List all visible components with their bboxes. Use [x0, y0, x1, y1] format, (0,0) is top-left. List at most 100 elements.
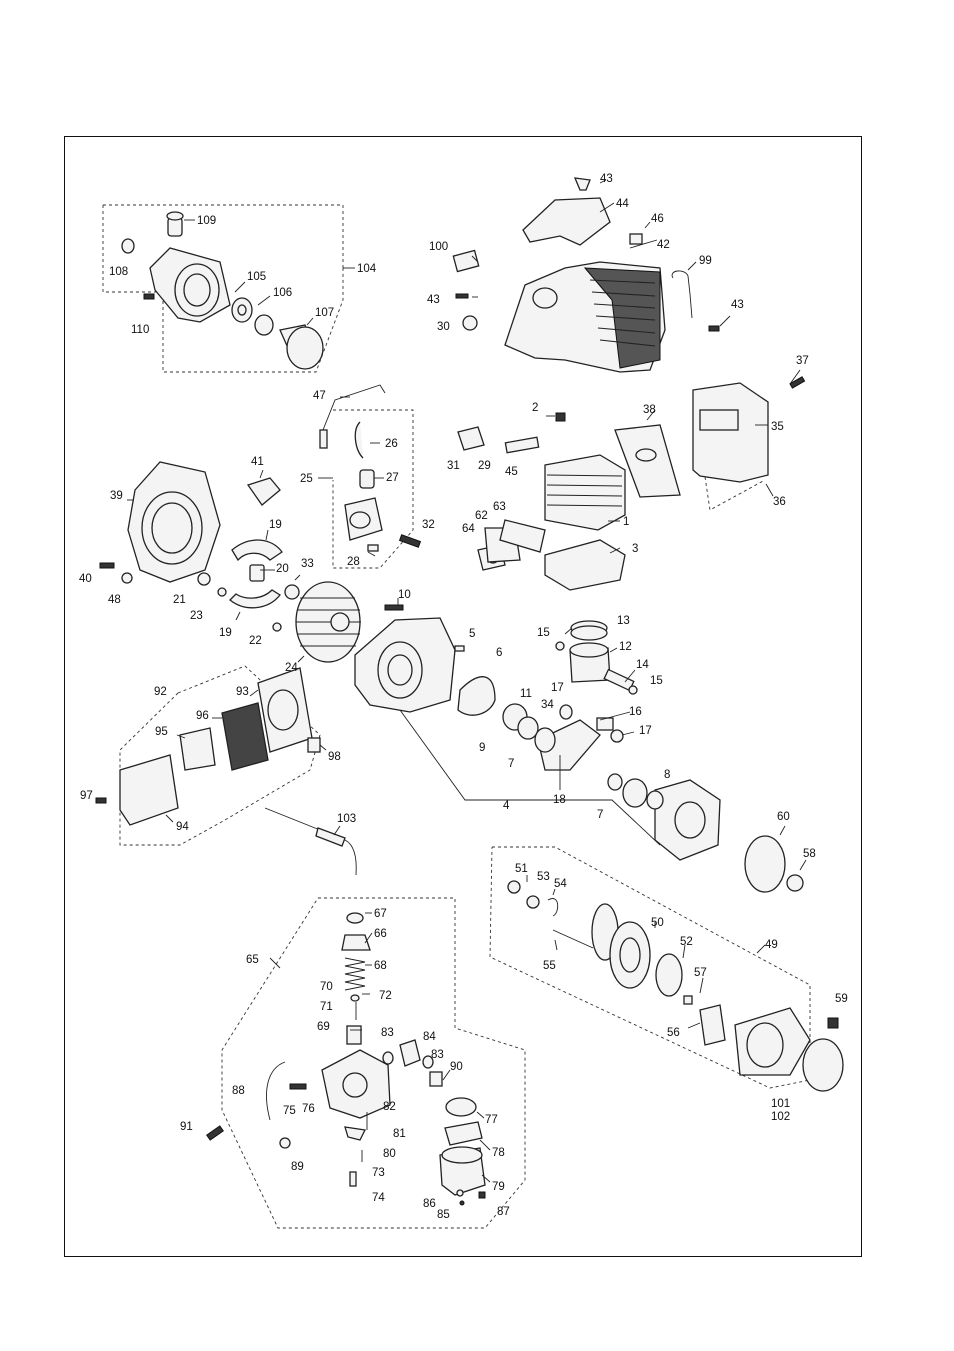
part-label-26: 26	[385, 438, 398, 450]
part-label-13: 13	[617, 615, 630, 627]
part-label-98: 98	[328, 751, 341, 763]
part-label-100: 100	[429, 241, 448, 253]
part-label-86: 86	[423, 1198, 436, 1210]
part-label-41: 41	[251, 456, 264, 468]
part-label-91: 91	[180, 1121, 193, 1133]
part-label-87: 87	[497, 1206, 510, 1218]
ignition-group	[318, 384, 422, 569]
part-label-20: 20	[276, 563, 289, 575]
part-label-51: 51	[515, 863, 528, 875]
engine-cover	[452, 177, 731, 373]
part-label-94: 94	[176, 821, 189, 833]
part-label-37: 37	[796, 355, 809, 367]
part-label-107: 107	[315, 307, 334, 319]
part-label-1: 1	[623, 516, 629, 528]
part-label-53: 53	[537, 871, 550, 883]
recoil-starter-group	[489, 825, 844, 1092]
part-label-33: 33	[301, 558, 314, 570]
part-label-45: 45	[505, 466, 518, 478]
part-label-19b: 19	[219, 627, 232, 639]
part-label-5: 5	[469, 628, 475, 640]
part-label-102: 102	[771, 1111, 790, 1123]
part-label-84: 84	[423, 1031, 436, 1043]
part-labels: 1 2 3 4 5 6 7 7 8 9 10 11 12 13 14 15 15…	[79, 173, 848, 1221]
part-label-109: 109	[197, 215, 216, 227]
part-label-2: 2	[532, 402, 538, 414]
part-label-21: 21	[173, 594, 186, 606]
part-label-49: 49	[765, 939, 778, 951]
part-label-101: 101	[771, 1098, 790, 1110]
carburetor-group	[206, 897, 526, 1229]
part-label-72: 72	[379, 990, 392, 1002]
part-label-55: 55	[543, 960, 556, 972]
part-label-83a: 83	[381, 1027, 394, 1039]
part-label-52: 52	[680, 936, 693, 948]
part-label-89: 89	[291, 1161, 304, 1173]
part-label-9: 9	[479, 742, 485, 754]
part-label-7a: 7	[508, 758, 514, 770]
part-label-54: 54	[554, 878, 567, 890]
part-label-73: 73	[372, 1167, 385, 1179]
part-label-97: 97	[80, 790, 93, 802]
part-label-71: 71	[320, 1001, 333, 1013]
part-label-83b: 83	[431, 1049, 444, 1061]
piston-crankshaft	[502, 620, 664, 810]
part-label-104: 104	[357, 263, 377, 275]
part-label-19a: 19	[269, 519, 282, 531]
part-label-50: 50	[651, 917, 664, 929]
part-label-12: 12	[619, 641, 632, 653]
part-label-79: 79	[492, 1181, 505, 1193]
part-label-24: 24	[285, 662, 298, 674]
part-label-17a: 17	[551, 682, 564, 694]
starter-housing	[99, 461, 301, 632]
part-label-59: 59	[835, 993, 848, 1005]
part-label-14: 14	[636, 659, 649, 671]
part-label-15b: 15	[650, 675, 663, 687]
diagram-border	[64, 136, 862, 1257]
part-label-43b: 43	[427, 294, 440, 306]
part-label-25: 25	[300, 473, 313, 485]
part-label-90: 90	[450, 1061, 463, 1073]
part-label-8: 8	[664, 769, 670, 781]
part-label-23: 23	[190, 610, 203, 622]
part-label-10: 10	[398, 589, 411, 601]
part-label-32: 32	[422, 519, 435, 531]
part-label-42: 42	[657, 239, 670, 251]
part-label-80: 80	[383, 1148, 396, 1160]
part-label-78: 78	[492, 1147, 505, 1159]
part-label-92: 92	[154, 686, 167, 698]
part-label-105: 105	[247, 271, 266, 283]
part-label-65: 65	[246, 954, 259, 966]
part-label-69: 69	[317, 1021, 330, 1033]
part-label-4: 4	[503, 800, 510, 812]
part-label-108: 108	[109, 266, 128, 278]
part-label-43a: 43	[600, 173, 613, 185]
part-label-57: 57	[694, 967, 707, 979]
air-filter-group	[95, 665, 327, 846]
part-label-46: 46	[651, 213, 664, 225]
part-label-96: 96	[196, 710, 209, 722]
part-label-67: 67	[374, 908, 387, 920]
part-label-29: 29	[478, 460, 491, 472]
part-label-85: 85	[437, 1209, 450, 1221]
part-label-81: 81	[393, 1128, 406, 1140]
part-label-75: 75	[283, 1105, 296, 1117]
part-label-7b: 7	[597, 809, 603, 821]
part-label-18: 18	[553, 794, 566, 806]
part-label-63: 63	[493, 501, 506, 513]
part-label-56: 56	[667, 1027, 680, 1039]
part-label-36: 36	[773, 496, 786, 508]
part-label-38: 38	[643, 404, 656, 416]
part-label-11: 11	[520, 688, 532, 700]
part-label-70: 70	[320, 981, 333, 993]
part-label-44: 44	[616, 198, 629, 210]
gear-head-group	[102, 204, 355, 373]
part-label-28: 28	[347, 556, 360, 568]
part-label-27: 27	[386, 472, 399, 484]
part-label-62: 62	[475, 510, 488, 522]
part-label-64: 64	[462, 523, 475, 535]
part-label-48: 48	[108, 594, 121, 606]
part-label-68: 68	[374, 960, 387, 972]
part-label-103: 103	[337, 813, 356, 825]
